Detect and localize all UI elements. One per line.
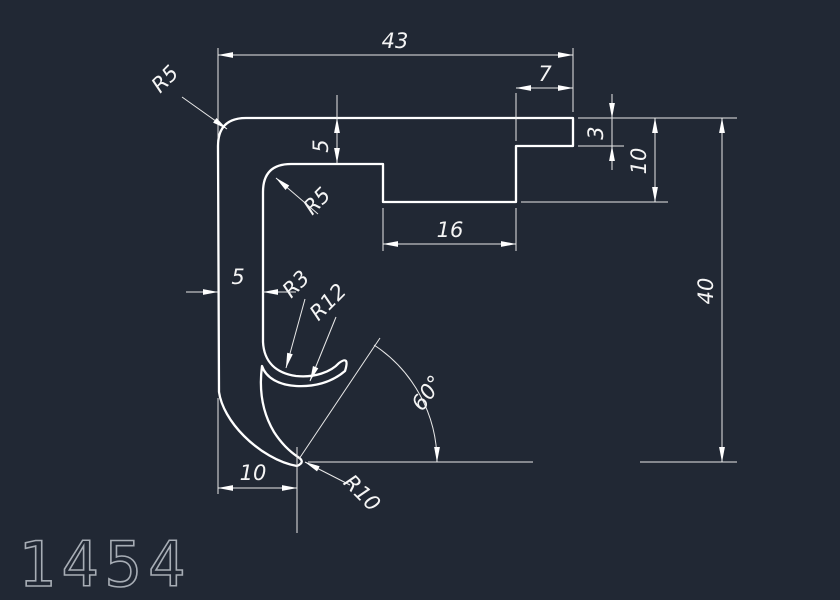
leader-line — [275, 177, 319, 215]
part-number: 1454 — [18, 528, 191, 600]
leader-line — [181, 96, 228, 130]
dim-overall-height: 40 — [694, 117, 725, 463]
dim-overall-width: 43 — [217, 29, 574, 58]
dim-hook-offset: 10 — [217, 461, 298, 491]
leader-line — [304, 461, 351, 486]
dim-label-notch-width: 16 — [437, 218, 464, 242]
angle-ray-sloped — [298, 337, 381, 460]
dim-label-plate-thickness: 5 — [309, 139, 333, 152]
dim-notch-width: 16 — [382, 218, 517, 247]
dim-wall-thickness: 5 — [186, 265, 296, 295]
leader-line — [309, 316, 337, 382]
dim-label-overall-width: 43 — [382, 29, 409, 53]
leader-line — [285, 298, 306, 369]
dim-label-wall-thickness: 5 — [231, 265, 244, 289]
dim-plate-thickness: 5 — [309, 117, 340, 164]
dim-label-step-depth: 10 — [627, 148, 651, 175]
dim-label-hook-offset: 10 — [240, 461, 267, 485]
dim-tab-thickness: 3 — [584, 94, 615, 170]
dim-tab-width: 7 — [515, 62, 574, 91]
angle-arc — [373, 344, 440, 463]
dim-label-overall-height: 40 — [694, 278, 718, 305]
dim-label-tab-width: 7 — [538, 62, 552, 86]
dim-step-depth: 10 — [627, 117, 658, 203]
dim-label-tab-thickness: 3 — [584, 126, 608, 139]
